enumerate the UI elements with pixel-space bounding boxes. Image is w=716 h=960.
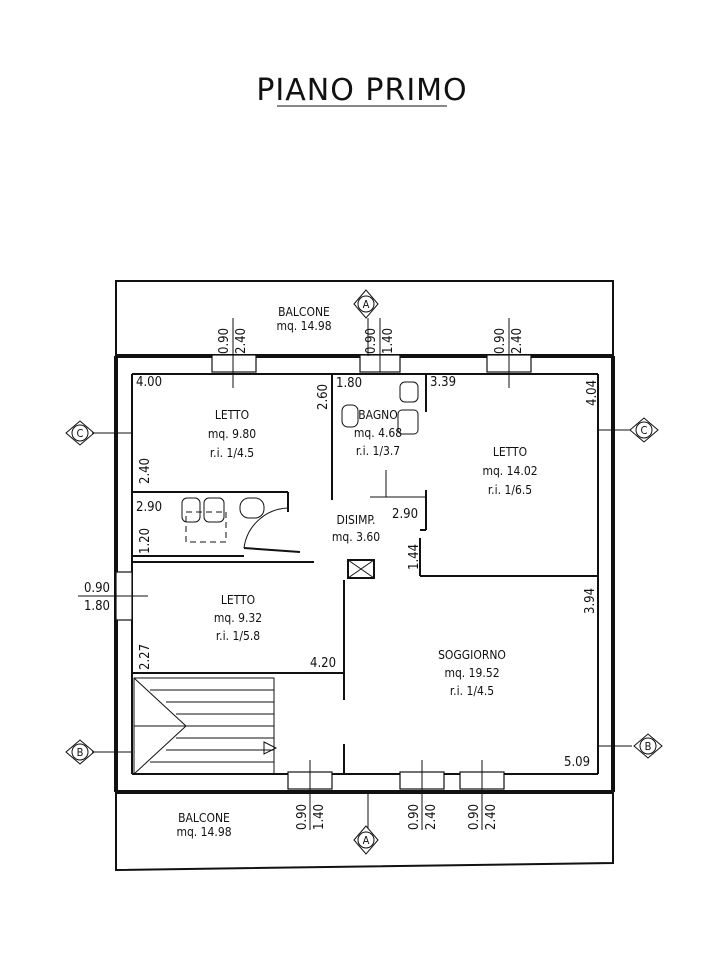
svg-text:r.i. 1/3.7: r.i. 1/3.7 (356, 444, 400, 458)
window-label-left: 0.90 1.80 (78, 581, 148, 614)
section-marker-b-right: B (633, 733, 663, 759)
plan-title: PIANO PRIMO (256, 73, 467, 108)
balcone-bottom-area: mq. 14.98 (176, 825, 231, 839)
svg-text:2.60: 2.60 (316, 384, 331, 410)
svg-text:mq. 14.02: mq. 14.02 (482, 464, 537, 478)
staircase (133, 677, 278, 775)
svg-text:mq. 9.80: mq. 9.80 (208, 427, 256, 441)
room-bagno: BAGNO mq. 4.68 r.i. 1/3.7 (354, 408, 402, 458)
svg-text:mq. 19.52: mq. 19.52 (444, 666, 499, 680)
svg-text:B: B (645, 740, 652, 753)
svg-text:LETTO: LETTO (493, 445, 527, 459)
balcone-bottom-name: BALCONE (178, 811, 230, 825)
svg-text:DISIMP.: DISIMP. (337, 513, 376, 527)
svg-text:mq. 4.68: mq. 4.68 (354, 426, 402, 440)
svg-text:BAGNO: BAGNO (358, 408, 398, 422)
svg-text:4.00: 4.00 (136, 375, 162, 390)
svg-text:4.04: 4.04 (585, 380, 600, 406)
svg-text:2.27: 2.27 (138, 644, 153, 670)
svg-text:0.90: 0.90 (467, 804, 482, 830)
section-marker-c-left: C (65, 420, 95, 446)
room-soggiorno: SOGGIORNO mq. 19.52 r.i. 1/4.5 (438, 648, 506, 698)
room-letto-c: LETTO mq. 9.32 r.i. 1/5.8 (214, 593, 262, 643)
svg-text:mq. 3.60: mq. 3.60 (332, 530, 380, 544)
duct-box (347, 559, 375, 579)
svg-text:LETTO: LETTO (221, 593, 255, 607)
balcone-top-name: BALCONE (278, 305, 330, 319)
window-label-bot3: 0.90 2.40 (467, 760, 499, 830)
svg-text:C: C (641, 424, 648, 437)
svg-text:2.40: 2.40 (138, 458, 153, 484)
svg-text:r.i. 1/5.8: r.i. 1/5.8 (216, 629, 260, 643)
section-marker-c-right: C (629, 417, 659, 443)
section-marker-a-bottom: A (353, 825, 379, 855)
svg-text:2.40: 2.40 (234, 328, 249, 354)
svg-text:2.40: 2.40 (424, 804, 439, 830)
svg-text:C: C (77, 427, 84, 440)
window-label-bot2: 0.90 2.40 (407, 760, 439, 830)
svg-text:4.20: 4.20 (310, 656, 336, 671)
svg-text:0.90: 0.90 (295, 804, 310, 830)
svg-text:2.40: 2.40 (510, 328, 525, 354)
svg-text:0.90: 0.90 (364, 328, 379, 354)
balcony-bottom: BALCONE mq. 14.98 (115, 792, 614, 872)
window-label-top2: 0.90 1.40 (364, 318, 396, 372)
window-label-bot1: 0.90 1.40 (295, 760, 327, 830)
window-label-top1: 0.90 2.40 (217, 318, 249, 388)
svg-text:r.i. 1/4.5: r.i. 1/4.5 (210, 446, 254, 460)
section-marker-a-top: A (353, 289, 379, 319)
section-marker-b-left: B (65, 739, 95, 765)
windows (115, 354, 532, 790)
svg-text:1.40: 1.40 (381, 328, 396, 354)
svg-text:2.90: 2.90 (136, 500, 162, 515)
svg-text:1.80: 1.80 (336, 376, 362, 391)
balcony-top: BALCONE mq. 14.98 (115, 280, 614, 356)
svg-text:A: A (363, 834, 370, 847)
svg-text:mq. 9.32: mq. 9.32 (214, 611, 262, 625)
section-lines (92, 318, 632, 828)
svg-text:3.94: 3.94 (583, 588, 598, 614)
svg-text:2.90: 2.90 (392, 507, 418, 522)
svg-text:1.44: 1.44 (407, 544, 422, 570)
svg-text:r.i. 1/4.5: r.i. 1/4.5 (450, 684, 494, 698)
bath-fixtures (181, 381, 419, 549)
svg-text:0.90: 0.90 (84, 581, 110, 596)
svg-text:0.90: 0.90 (407, 804, 422, 830)
interior-dimensions: 4.00 2.60 1.80 3.39 4.04 2.40 2.90 1.20 … (136, 375, 600, 770)
svg-text:A: A (363, 298, 370, 311)
svg-text:3.39: 3.39 (430, 375, 456, 390)
interior-walls (132, 374, 598, 774)
svg-text:1.40: 1.40 (312, 804, 327, 830)
svg-text:0.90: 0.90 (493, 328, 508, 354)
room-letto-a: LETTO mq. 9.80 r.i. 1/4.5 (208, 408, 256, 460)
svg-text:LETTO: LETTO (215, 408, 249, 422)
window-label-top3: 0.90 2.40 (493, 318, 525, 388)
svg-text:SOGGIORNO: SOGGIORNO (438, 648, 506, 662)
svg-text:1.20: 1.20 (138, 528, 153, 554)
room-letto-b: LETTO mq. 14.02 r.i. 1/6.5 (482, 445, 537, 497)
svg-text:0.90: 0.90 (217, 328, 232, 354)
svg-text:r.i. 1/6.5: r.i. 1/6.5 (488, 483, 532, 497)
svg-text:2.40: 2.40 (484, 804, 499, 830)
svg-text:B: B (77, 746, 84, 759)
room-disimp: DISIMP. mq. 3.60 (332, 513, 380, 544)
svg-text:1.80: 1.80 (84, 599, 110, 614)
svg-text:5.09: 5.09 (564, 755, 590, 770)
balcone-top-area: mq. 14.98 (276, 319, 331, 333)
